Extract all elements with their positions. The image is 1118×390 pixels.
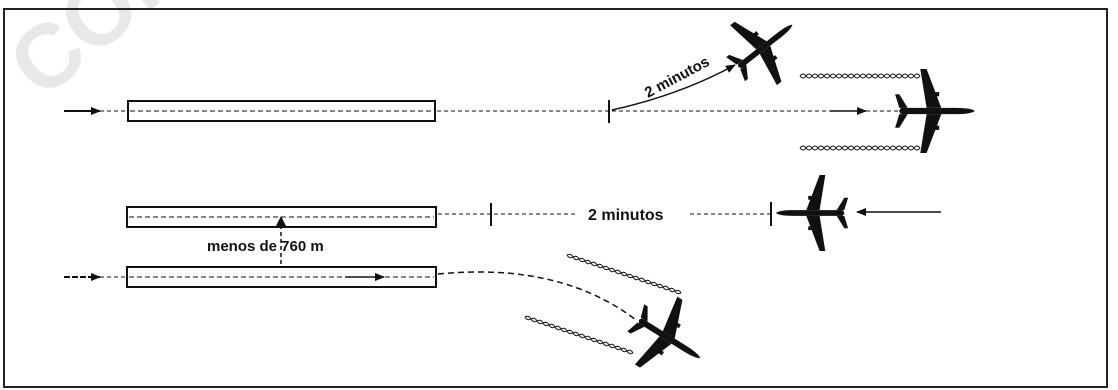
bottom-wake-upper-b	[566, 254, 682, 295]
diagram-frame	[3, 8, 1108, 388]
middle-time-label: 2 minutos	[588, 207, 664, 224]
middle-landing-airplane	[775, 175, 849, 251]
bottom-departing-airplane	[614, 283, 722, 390]
top-runway	[127, 100, 436, 122]
watermark: COPIA	[0, 0, 273, 116]
bottom-wake-upper	[566, 253, 682, 294]
top-wake-upper-b	[799, 73, 921, 79]
top-climb-path	[611, 64, 736, 111]
bottom-departure-path	[437, 271, 637, 321]
separation-arrow-top	[276, 216, 286, 226]
separation-label: menos de 760 m	[207, 238, 324, 255]
top-wake-lower-b	[799, 145, 921, 151]
top-scenario: 2 minutos	[64, 0, 975, 153]
parallel-runways-scenario: 2 minutos menos de 760 m	[64, 175, 941, 390]
top-departing-airplane	[895, 69, 975, 153]
top-climbing-airplane	[712, 0, 816, 100]
bottom-wake-lower-b	[524, 316, 634, 354]
top-time-label: 2 minutos	[642, 53, 713, 101]
